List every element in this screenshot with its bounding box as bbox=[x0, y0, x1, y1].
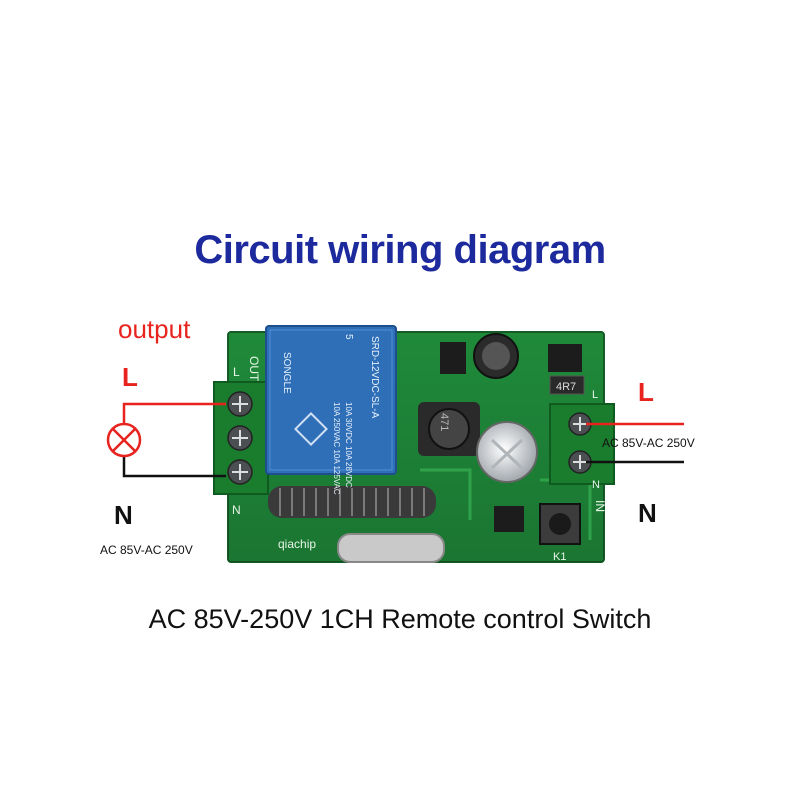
left-voltage-label: AC 85V-AC 250V bbox=[100, 543, 193, 557]
inductor-code: 471 bbox=[438, 413, 450, 431]
chip bbox=[548, 344, 582, 372]
chip bbox=[440, 342, 466, 374]
antenna-coil bbox=[268, 486, 436, 518]
inductor bbox=[418, 402, 480, 456]
left-L-label: L bbox=[122, 362, 138, 392]
right-N-label: N bbox=[638, 498, 657, 528]
resistor-code: 4R7 bbox=[556, 381, 576, 393]
right-voltage-label: AC 85V-AC 250V bbox=[602, 436, 695, 450]
output-wiring bbox=[122, 402, 226, 478]
board-out-n: N bbox=[232, 503, 241, 517]
relay-rating-2: 10A 30VDC 10A 28VDC bbox=[344, 402, 353, 488]
relay bbox=[265, 325, 397, 475]
push-button bbox=[539, 503, 581, 545]
lamp-icon bbox=[106, 422, 142, 458]
board-in-n: N bbox=[592, 479, 600, 491]
relay-rating-1: 10A 250VAC 10A 125VAC bbox=[332, 402, 341, 495]
board-out-l: L bbox=[233, 365, 240, 379]
output-label: output bbox=[118, 314, 191, 344]
relay-pins: 5 bbox=[343, 334, 354, 340]
button-label: K1 bbox=[553, 551, 566, 563]
silkscreen-brand: qiachip bbox=[278, 537, 316, 551]
board-in-label: IN bbox=[593, 500, 607, 512]
left-N-label: N bbox=[114, 500, 133, 530]
capacitor-small bbox=[473, 333, 519, 379]
board-in-l: L bbox=[592, 389, 598, 401]
diagram-title: Circuit wiring diagram bbox=[194, 228, 606, 272]
right-L-label: L bbox=[638, 377, 654, 407]
product-caption: AC 85V-250V 1CH Remote control Switch bbox=[148, 604, 652, 634]
input-terminal-block bbox=[549, 403, 615, 485]
relay-model: SRD-12VDC-SL-A bbox=[369, 336, 380, 419]
input-wiring bbox=[586, 422, 684, 464]
chip bbox=[494, 506, 524, 532]
capacitor-large bbox=[476, 421, 538, 483]
resistor bbox=[549, 375, 585, 395]
crystal-oscillator bbox=[337, 533, 445, 563]
relay-brand: SONGLE bbox=[281, 352, 292, 394]
board-out-label: OUT bbox=[247, 356, 261, 382]
output-terminal-block bbox=[213, 381, 269, 495]
